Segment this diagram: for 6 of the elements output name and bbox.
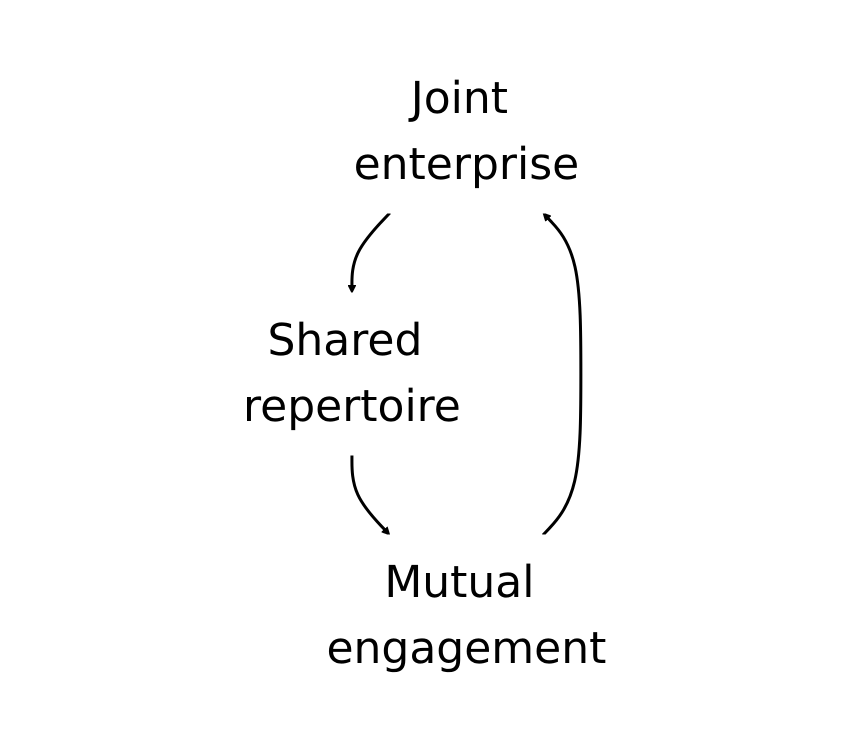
arrow [542,212,583,536]
arrow [348,212,392,294]
node-text: Mutual engagement [326,556,607,674]
node-text: Shared repertoire [243,315,462,432]
node-text: Joint enterprise [354,73,580,190]
arrow [350,455,390,536]
